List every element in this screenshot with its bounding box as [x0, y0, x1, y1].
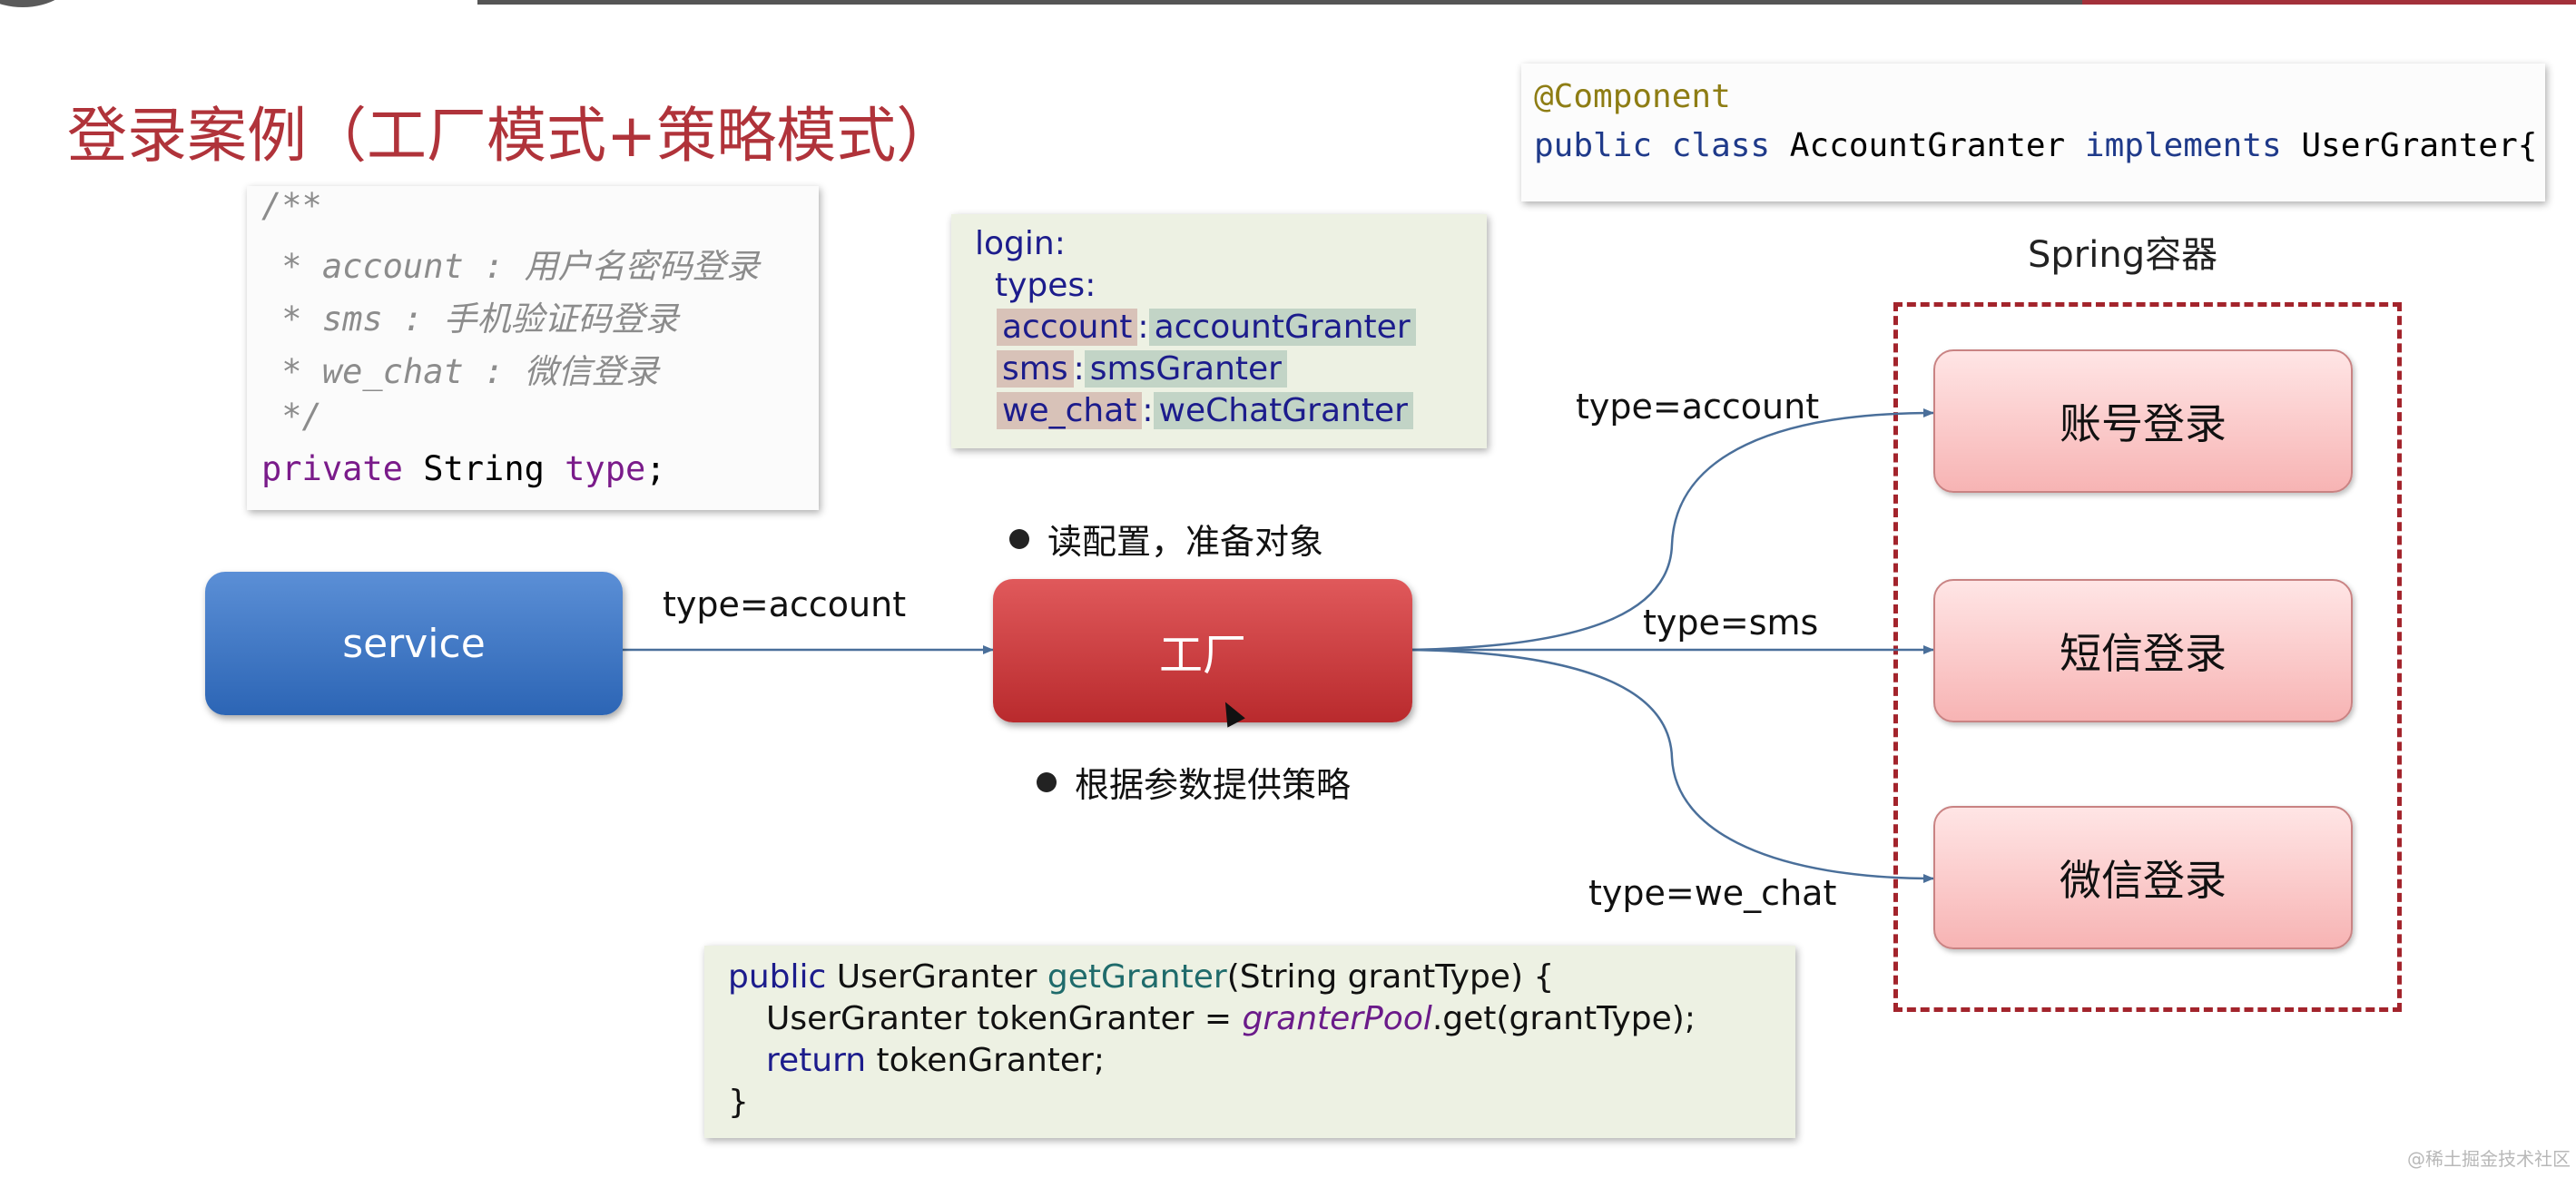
- code-line: * sms : 手机验证码登录: [261, 299, 679, 339]
- method-signature: public UserGranter getGranter(String gra…: [728, 958, 1554, 996]
- yaml-colon: :: [1085, 267, 1096, 304]
- yaml-key: login: [975, 225, 1055, 262]
- factory-to-wechat-arrow: [1411, 648, 1934, 883]
- bullet-dot: [1009, 528, 1029, 549]
- class-name: AccountGranter: [1789, 127, 2066, 164]
- field-granter-pool: granterPool: [1242, 1000, 1432, 1037]
- yaml-colon: :: [1142, 392, 1154, 429]
- service-node: service: [205, 572, 623, 715]
- watermark: @稀土掘金技术社区: [2407, 1148, 2571, 1170]
- keyword-implements: implements: [2084, 127, 2282, 164]
- spring-container-box: [1893, 302, 2402, 1012]
- code-text: UserGranter tokenGranter =: [766, 1000, 1243, 1037]
- yaml-entry: account:accountGranter: [997, 309, 1416, 346]
- field-declaration: private String type;: [261, 449, 666, 488]
- top-divider-accent: [2082, 0, 2576, 5]
- type-field-comment-code: /** * account : 用户名密码登录 * sms : 手机验证码登录 …: [247, 186, 819, 510]
- keyword-public: public: [728, 958, 827, 996]
- slide-title: 登录案例（工厂模式+策略模式）: [67, 101, 957, 171]
- yaml-entry-value: smsGranter: [1084, 350, 1287, 388]
- method-body-line: UserGranter tokenGranter = granterPool.g…: [766, 1000, 1696, 1037]
- yaml-colon: :: [1137, 309, 1149, 346]
- semicolon: ;: [645, 449, 666, 488]
- edge-label-account: type=account: [1576, 387, 1820, 427]
- yaml-colon: :: [1054, 225, 1066, 262]
- keyword-return: return: [766, 1042, 867, 1079]
- code-text: tokenGranter;: [866, 1042, 1105, 1079]
- edge-label-wechat: type=we_chat: [1588, 873, 1837, 913]
- wechat-login-node: 微信登录: [1933, 806, 2353, 949]
- spring-container-title: Spring容器: [2028, 234, 2218, 276]
- bullet-text: 读配置，准备对象: [1047, 522, 1324, 562]
- component-class-code: @Component public class AccountGranter i…: [1521, 64, 2545, 201]
- bullet-text: 根据参数提供策略: [1075, 765, 1352, 805]
- yaml-colon: :: [1073, 350, 1085, 388]
- yaml-entry: we_chat:weChatGranter: [997, 392, 1413, 429]
- code-text: .get(grantType);: [1431, 1000, 1696, 1037]
- interface-name: UserGranter{: [2301, 127, 2538, 164]
- code-line: * we_chat : 微信登录: [261, 352, 659, 391]
- method-closing-brace: }: [728, 1084, 749, 1121]
- yaml-entry-value: weChatGranter: [1153, 392, 1413, 429]
- field-name: type: [565, 449, 646, 488]
- yaml-types-key: types:: [995, 267, 1096, 304]
- yaml-entry-key: account: [997, 309, 1138, 346]
- method-name: getGranter: [1047, 958, 1227, 996]
- sms-login-node: 短信登录: [1933, 579, 2353, 722]
- yaml-entry: sms:smsGranter: [997, 350, 1287, 388]
- code-line: * account : 用户名密码登录: [261, 247, 760, 286]
- yaml-entry-key: sms: [997, 350, 1074, 388]
- account-login-node: 账号登录: [1933, 349, 2353, 493]
- type-name: String: [423, 449, 545, 488]
- get-granter-method-code: public UserGranter getGranter(String gra…: [704, 946, 1795, 1138]
- code-line: */: [261, 397, 322, 436]
- method-params: (String grantType) {: [1226, 958, 1555, 996]
- return-type: UserGranter: [826, 958, 1047, 996]
- keyword-class: class: [1671, 127, 1771, 164]
- class-declaration: public class AccountGranter implements U…: [1534, 127, 2537, 164]
- yaml-entry-value: accountGranter: [1148, 309, 1416, 346]
- yaml-key: types: [995, 267, 1086, 304]
- keyword-private: private: [261, 449, 403, 488]
- keyword-public: public: [1534, 127, 1653, 164]
- yaml-config: login: types: account:accountGranter sms…: [951, 214, 1487, 448]
- corner-decoration: [0, 0, 73, 7]
- bullet-read-config: 读配置，准备对象: [1009, 514, 1323, 564]
- edge-label-sms: type=sms: [1643, 603, 1819, 643]
- edge-label-service-factory: type=account: [663, 584, 907, 624]
- top-divider: [477, 0, 2082, 5]
- method-return-line: return tokenGranter;: [766, 1042, 1105, 1079]
- bullet-dot: [1037, 771, 1057, 792]
- factory-to-account-arrow: [1411, 408, 1934, 652]
- component-annotation: @Component: [1534, 78, 1731, 115]
- bullet-provide-strategy: 根据参数提供策略: [1037, 757, 1351, 807]
- yaml-login-key: login:: [975, 225, 1066, 262]
- code-line: /**: [261, 186, 322, 225]
- factory-node: 工厂: [993, 579, 1412, 722]
- yaml-entry-key: we_chat: [997, 392, 1143, 429]
